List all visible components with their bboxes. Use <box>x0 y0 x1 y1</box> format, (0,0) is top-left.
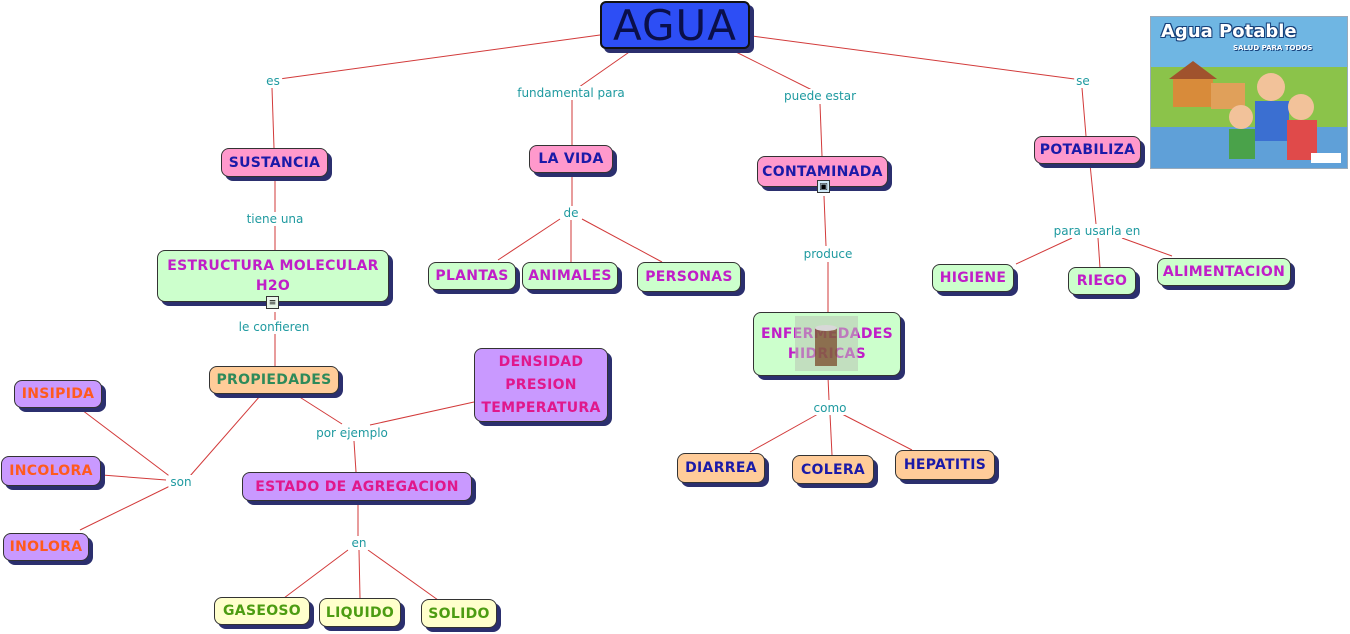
node-diarrea[interactable]: DIARREA <box>677 453 765 483</box>
poster-title: Agua Potable <box>1161 21 1297 42</box>
link-label-para-usarla-en: para usarla en <box>1051 224 1143 238</box>
node-sustancia[interactable]: SUSTANCIA <box>221 148 328 177</box>
node-potabiliza[interactable]: POTABILIZA <box>1034 136 1141 164</box>
node-riego[interactable]: RIEGO <box>1068 267 1136 295</box>
agua-potable-poster[interactable]: Agua Potable SALUD PARA TODOS <box>1150 16 1348 169</box>
image-resource-icon[interactable]: ▣ <box>817 180 830 193</box>
link-label-son: son <box>168 475 194 489</box>
root-node-agua[interactable]: AGUA <box>600 1 750 50</box>
link-label-produce: produce <box>801 247 855 261</box>
node-incolora[interactable]: INCOLORA <box>1 456 101 486</box>
link-label-en: en <box>349 536 369 550</box>
document-resource-icon[interactable]: ≡ <box>266 296 279 309</box>
link-label-tiene-una: tiene una <box>244 212 306 226</box>
node-estado-de-agregacion[interactable]: ESTADO DE AGREGACION <box>242 472 472 501</box>
node-la-vida[interactable]: LA VIDA <box>529 145 613 173</box>
link-label-es: es <box>264 74 282 88</box>
link-label-por-ejemplo: por ejemplo <box>314 426 390 440</box>
node-colera[interactable]: COLERA <box>792 455 874 484</box>
water-glass-image <box>795 316 858 371</box>
node-densidad-presion-temperatura[interactable]: DENSIDAD PRESION TEMPERATURA <box>474 348 608 422</box>
poster-subtitle: SALUD PARA TODOS <box>1233 44 1313 52</box>
link-label-se: se <box>1074 74 1092 88</box>
node-insipida[interactable]: INSIPIDA <box>14 380 102 408</box>
link-label-como: como <box>811 401 849 415</box>
node-solido[interactable]: SOLIDO <box>421 599 497 628</box>
node-estructura-molecular[interactable]: ESTRUCTURA MOLECULAR H2O <box>157 250 389 302</box>
node-alimentacion[interactable]: ALIMENTACION <box>1157 258 1291 286</box>
node-propiedades[interactable]: PROPIEDADES <box>209 366 339 394</box>
link-label-le-confieren: le confieren <box>236 320 312 334</box>
link-label-puede-estar: puede estar <box>781 89 859 103</box>
node-personas[interactable]: PERSONAS <box>637 262 741 292</box>
node-hepatitis[interactable]: HEPATITIS <box>895 450 995 480</box>
node-animales[interactable]: ANIMALES <box>522 262 618 290</box>
node-plantas[interactable]: PLANTAS <box>428 262 516 290</box>
node-liquido[interactable]: LIQUIDO <box>319 598 401 627</box>
poster-illustration <box>1151 17 1347 168</box>
link-label-de: de <box>561 206 581 220</box>
node-inolora[interactable]: INOLORA <box>3 533 89 561</box>
link-label-fundamental-para: fundamental para <box>515 86 627 100</box>
node-higiene[interactable]: HIGIENE <box>932 264 1014 292</box>
node-gaseoso[interactable]: GASEOSO <box>214 597 310 625</box>
